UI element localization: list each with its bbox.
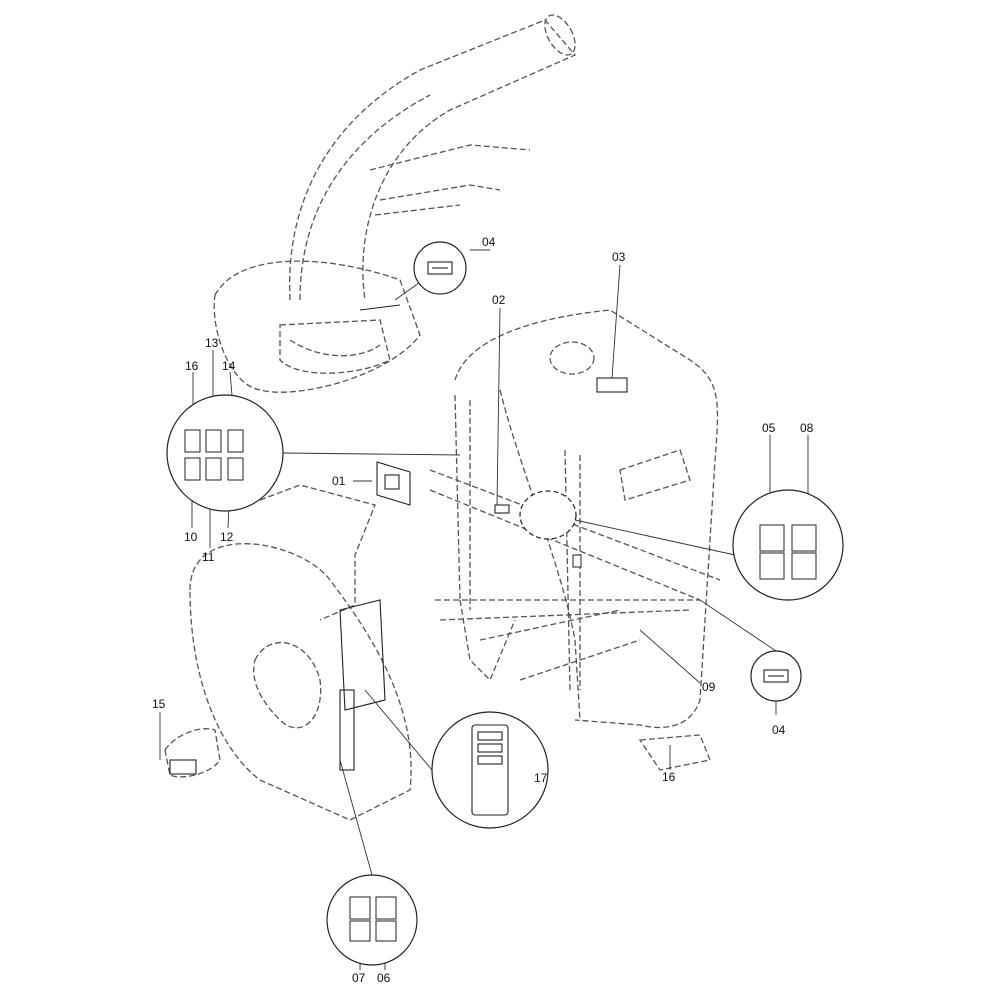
callout-10: 10 [184,530,198,544]
detail-circle-17-decal [431,711,549,829]
callout-05: 05 [762,421,776,435]
discharge-elbow [213,14,577,393]
leader-lines [159,249,809,970]
detail-circle-warning-decals-right [732,489,844,601]
detail-circle-01 [376,461,411,506]
callout-09: 09 [702,680,716,694]
callout-02: 02 [492,293,506,307]
callout-04-top: 04 [482,235,496,249]
detail-circle-warning-decals-left [166,394,284,512]
detail-circle-04-top [413,241,467,295]
callout-07: 07 [352,971,366,985]
callout-03: 03 [612,250,626,264]
callout-17: 17 [534,771,548,785]
callout-16-left: 16 [185,359,199,373]
callout-06: 06 [377,971,391,985]
tank [454,309,719,729]
detail-circle-04-right [750,650,802,702]
blower-housing [164,484,711,821]
detail-circle-warning-decals-bottom [326,874,418,966]
callout-13: 13 [205,336,219,350]
callout-01: 01 [332,474,346,488]
callout-08: 08 [800,421,814,435]
callout-11: 11 [202,550,215,564]
callout-14: 14 [222,359,236,373]
frame [429,394,721,691]
callout-04-right: 04 [772,723,786,737]
callout-15: 15 [152,697,166,711]
callout-16-bottom: 16 [662,770,676,784]
callout-12: 12 [220,530,234,544]
